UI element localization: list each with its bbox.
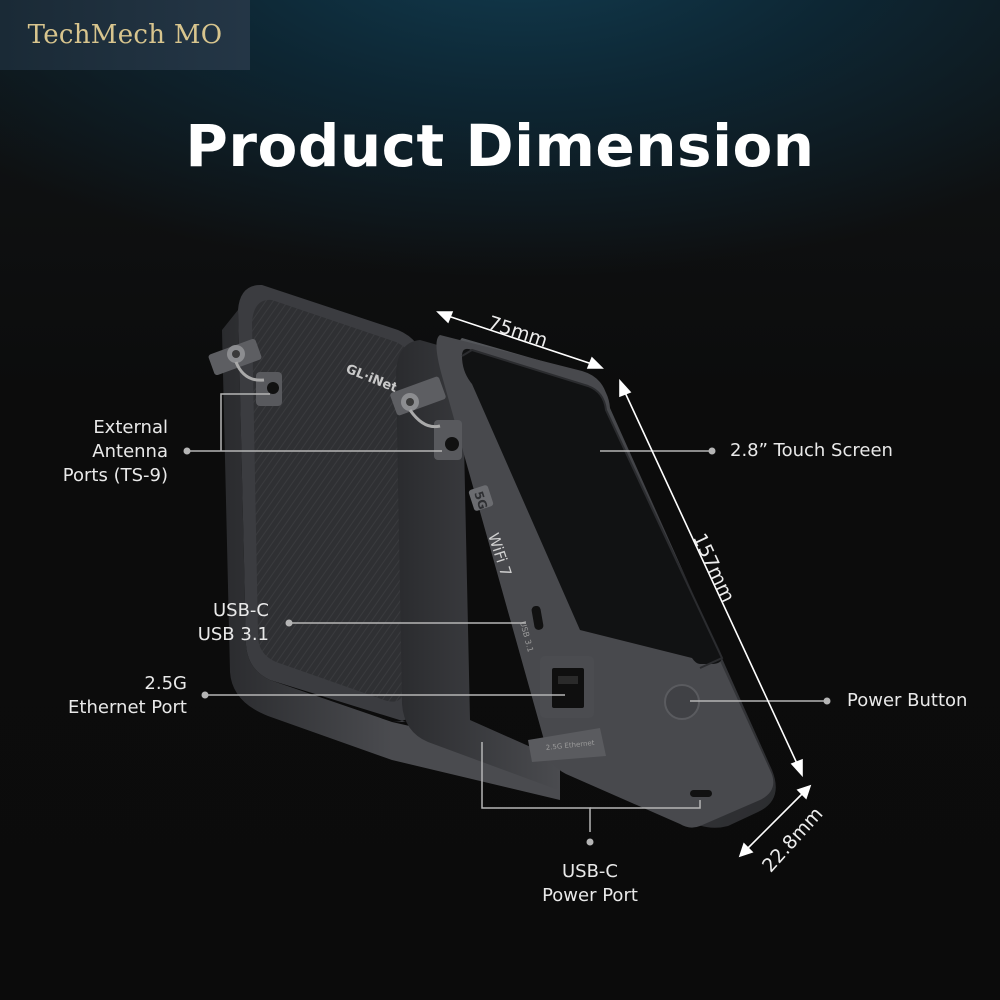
ethernet-port-icon bbox=[540, 656, 594, 718]
front-antenna-connector-icon bbox=[390, 376, 462, 460]
power-button-label: Power Button bbox=[847, 690, 968, 711]
touch-screen bbox=[462, 348, 722, 664]
svg-text:5G: 5G bbox=[471, 489, 490, 511]
power-port-label: USB-C Power Port bbox=[542, 861, 638, 906]
usbc-31-port-icon bbox=[531, 605, 544, 630]
page-title: Product Dimension bbox=[185, 112, 815, 180]
front-usbc-power-port-icon bbox=[690, 790, 712, 797]
ethernet-flap: 2.5G Ethernet bbox=[528, 728, 606, 762]
leader-dots bbox=[183, 447, 831, 846]
watermark: TechMech MO bbox=[0, 0, 250, 70]
dimension-arrows bbox=[436, 311, 812, 858]
antenna-ports-label: External Antenna Ports (TS-9) bbox=[62, 417, 168, 486]
touch-screen-label: 2.8” Touch Screen bbox=[730, 440, 893, 461]
rear-antenna-connector-icon bbox=[208, 338, 282, 406]
ethernet-port-label: 2.5G Ethernet Port bbox=[68, 673, 187, 718]
power-button bbox=[664, 684, 700, 720]
usb31-label: USB-C USB 3.1 bbox=[197, 600, 269, 645]
leader-lines bbox=[187, 393, 827, 832]
device-front: 5G WiFi 7 USB 3.1 bbox=[390, 335, 776, 828]
device-rear: GL·iNet bbox=[208, 284, 560, 800]
badge-5g: 5G bbox=[468, 485, 494, 511]
